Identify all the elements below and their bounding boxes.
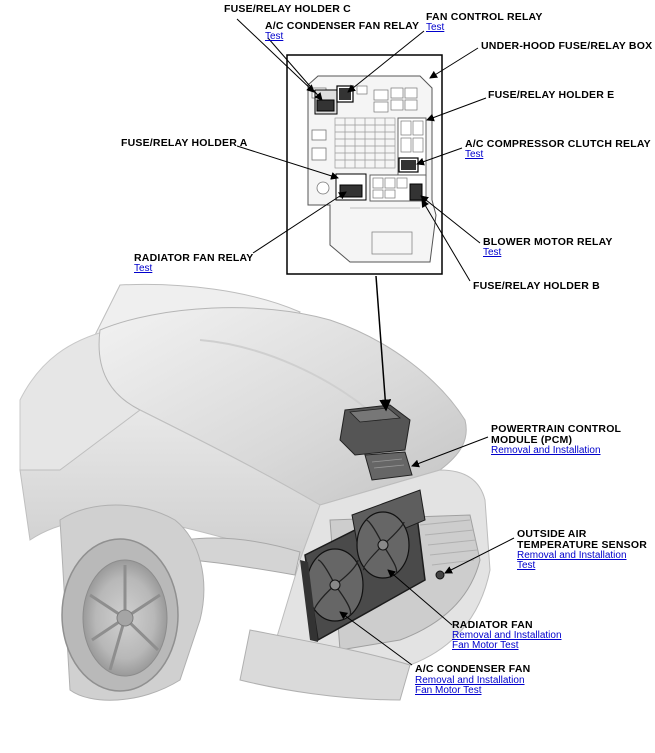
- pcm-removal-installation-link[interactable]: Removal and Installation: [491, 445, 601, 456]
- label-fuse-relay-holder-a: FUSE/RELAY HOLDER A: [121, 137, 248, 149]
- ac-condenser-fan-removal-installation-link[interactable]: Removal and Installation: [415, 675, 525, 686]
- label-pcm-line1: POWERTRAIN CONTROL: [491, 423, 622, 435]
- label-pcm-line2: MODULE (PCM): [491, 434, 573, 446]
- label-radiator-fan-relay: RADIATOR FAN RELAY: [134, 252, 254, 264]
- radiator-fan-assembly: [300, 489, 426, 642]
- radiator-fan-removal-installation-link[interactable]: Removal and Installation: [452, 630, 562, 641]
- oat-sensor-test-link[interactable]: Test: [517, 560, 536, 571]
- oat-sensor: [435, 570, 445, 580]
- fan-control-relay-test-link[interactable]: Test: [426, 22, 445, 33]
- label-fuse-relay-holder-b: FUSE/RELAY HOLDER B: [473, 280, 600, 292]
- label-fuse-relay-holder-c: FUSE/RELAY HOLDER C: [224, 3, 351, 15]
- label-blower-motor-relay: BLOWER MOTOR RELAY: [483, 236, 613, 248]
- radiator-fan-motor-test-link[interactable]: Fan Motor Test: [452, 640, 519, 651]
- leader-lines: [236, 18, 515, 666]
- label-ac-condenser-fan-relay: A/C CONDENSER FAN RELAY: [265, 20, 420, 32]
- oat-sensor-removal-installation-link[interactable]: Removal and Installation: [517, 550, 627, 561]
- label-oat-line2: TEMPERATURE SENSOR: [517, 539, 647, 551]
- label-oat-line1: OUTSIDE AIR: [517, 528, 587, 540]
- blower-motor-relay-test-link[interactable]: Test: [483, 247, 502, 258]
- front-wheel: [61, 538, 179, 692]
- label-radiator-fan: RADIATOR FAN: [452, 619, 533, 631]
- label-under-hood-fuse-relay-box: UNDER-HOOD FUSE/RELAY BOX: [481, 40, 653, 52]
- label-ac-compressor-clutch-relay: A/C COMPRESSOR CLUTCH RELAY: [465, 138, 651, 150]
- label-ac-condenser-fan: A/C CONDENSER FAN: [415, 663, 531, 675]
- ac-condenser-fan-relay-test-link[interactable]: Test: [265, 31, 284, 42]
- radiator-fan-relay-test-link[interactable]: Test: [134, 263, 153, 274]
- ac-compressor-clutch-relay-test-link[interactable]: Test: [465, 149, 484, 160]
- label-fuse-relay-holder-e: FUSE/RELAY HOLDER E: [488, 89, 615, 101]
- ac-condenser-fan-motor-test-link[interactable]: Fan Motor Test: [415, 685, 482, 696]
- label-fan-control-relay: FAN CONTROL RELAY: [426, 11, 543, 23]
